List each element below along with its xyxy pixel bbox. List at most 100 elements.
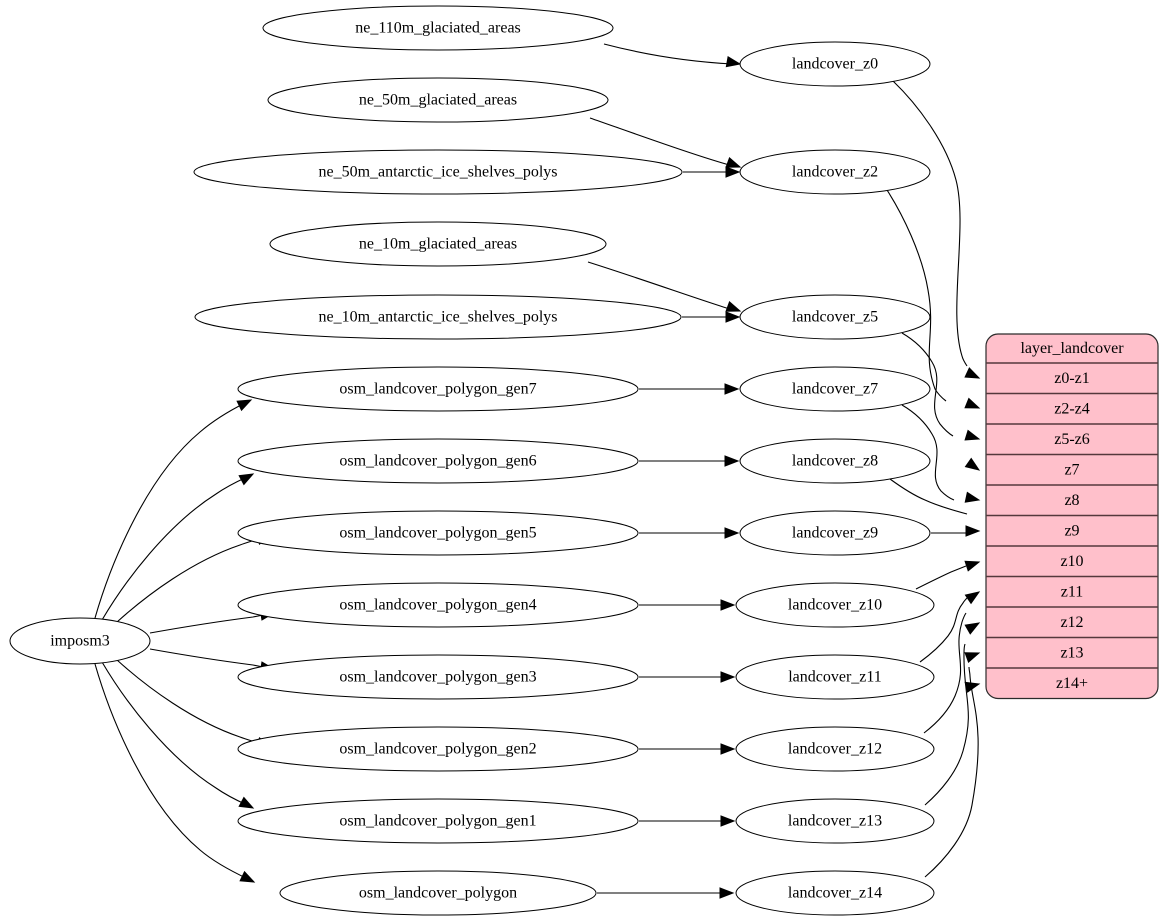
- node-landcover_z14[interactable]: landcover_z14: [735, 870, 935, 916]
- node-osm_landcover_polygon[interactable]: osm_landcover_polygon: [279, 870, 597, 916]
- node-ne_50m_antarctic_ice_shelves_polys[interactable]: ne_50m_antarctic_ice_shelves_polys: [193, 149, 683, 195]
- arrow-head-icon: [236, 399, 253, 412]
- node-landcover_z11[interactable]: landcover_z11: [735, 654, 935, 700]
- node-osm_landcover_polygon_gen1[interactable]: osm_landcover_polygon_gen1: [237, 798, 639, 844]
- node-osm_landcover_polygon_gen6[interactable]: osm_landcover_polygon_gen6: [237, 438, 639, 484]
- node-landcover_z2[interactable]: landcover_z2: [739, 149, 931, 195]
- node-shape-ellipse: [739, 41, 931, 87]
- record-row-z11[interactable]: z11: [986, 577, 1158, 608]
- node-landcover_z9[interactable]: landcover_z9: [739, 510, 931, 556]
- edge-landcover_z0-to-record_row_0: [892, 80, 968, 367]
- node-ne_10m_glaciated_areas[interactable]: ne_10m_glaciated_areas: [269, 221, 607, 267]
- record-row-label: z11: [1061, 583, 1084, 600]
- node-landcover_z0[interactable]: landcover_z0: [739, 41, 931, 87]
- node-label: ne_10m_antarctic_ice_shelves_polys: [318, 309, 557, 326]
- record-row-z2-z4[interactable]: z2-z4: [986, 394, 1158, 425]
- arrow-head-icon: [964, 622, 981, 635]
- node-shape-ellipse: [194, 294, 682, 340]
- node-shape-ellipse: [739, 294, 931, 340]
- node-shape-ellipse: [237, 510, 639, 556]
- node-label: osm_landcover_polygon_gen1: [339, 813, 536, 830]
- node-landcover_z13[interactable]: landcover_z13: [735, 798, 935, 844]
- arrow-head-icon: [238, 796, 255, 809]
- record-row-z7[interactable]: z7: [986, 455, 1158, 486]
- record-row-label: z14+: [1056, 675, 1088, 692]
- node-shape-ellipse: [735, 798, 935, 844]
- node-osm_landcover_polygon_gen3[interactable]: osm_landcover_polygon_gen3: [237, 654, 639, 700]
- node-label: landcover_z7: [792, 381, 878, 398]
- record-row-label: z12: [1060, 614, 1083, 631]
- node-label: osm_landcover_polygon_gen7: [339, 381, 536, 398]
- edge-landcover_z14-to-record_row_10: [924, 666, 979, 878]
- node-ne_10m_antarctic_ice_shelves_polys[interactable]: ne_10m_antarctic_ice_shelves_polys: [194, 294, 682, 340]
- node-ne_50m_glaciated_areas[interactable]: ne_50m_glaciated_areas: [267, 77, 609, 123]
- node-label: landcover_z9: [792, 525, 878, 542]
- record-row-label: z8: [1064, 492, 1079, 509]
- record-row-z9[interactable]: z9: [986, 516, 1158, 547]
- arrow-head-icon: [724, 455, 740, 467]
- node-label: imposm3: [50, 633, 110, 650]
- record-row-z12[interactable]: z12: [986, 607, 1158, 638]
- node-label: landcover_z10: [788, 597, 882, 614]
- node-landcover_z7[interactable]: landcover_z7: [739, 366, 931, 412]
- record-row-label: z10: [1060, 553, 1083, 570]
- edge-landcover_z11-to-record_row_7: [919, 596, 969, 663]
- record-node-layer: layer_landcoverz0-z1z2-z4z5-z6z7z8z9z10z…: [985, 333, 1159, 700]
- node-label: landcover_z5: [792, 309, 878, 326]
- record-row-label: z7: [1064, 461, 1079, 478]
- record-row-label: z0-z1: [1054, 370, 1090, 387]
- node-shape-ellipse: [267, 77, 609, 123]
- arrow-head-icon: [725, 157, 742, 168]
- node-shape-ellipse: [237, 654, 639, 700]
- arrow-head-icon: [239, 870, 256, 883]
- node-label: osm_landcover_polygon: [359, 885, 517, 902]
- arrow-head-icon: [964, 429, 981, 441]
- record-row-z10[interactable]: z10: [986, 546, 1158, 577]
- arrow-head-icon: [964, 591, 981, 605]
- arrow-head-icon: [964, 457, 981, 471]
- arrow-head-icon: [719, 887, 735, 899]
- node-osm_landcover_polygon_gen5[interactable]: osm_landcover_polygon_gen5: [237, 510, 639, 556]
- arrow-head-icon: [720, 815, 736, 827]
- node-landcover_z10[interactable]: landcover_z10: [735, 582, 935, 628]
- arrow-head-icon: [720, 671, 736, 683]
- node-label: landcover_z8: [792, 453, 878, 470]
- edge-landcover_z10-to-record_row_6: [915, 565, 967, 590]
- node-landcover_z8[interactable]: landcover_z8: [739, 438, 931, 484]
- arrow-head-icon: [964, 681, 981, 693]
- record-row-label: z13: [1060, 644, 1083, 661]
- node-label: landcover_z12: [788, 741, 882, 758]
- edge-landcover_z2-to-record_row_1: [886, 189, 947, 402]
- record-row-z0-z1[interactable]: z0-z1: [986, 363, 1158, 394]
- record-row-z14+[interactable]: z14+: [986, 668, 1158, 699]
- record-row-z5-z6[interactable]: z5-z6: [986, 424, 1158, 455]
- node-landcover_z5[interactable]: landcover_z5: [739, 294, 931, 340]
- node-ne_110m_glaciated_areas[interactable]: ne_110m_glaciated_areas: [262, 5, 614, 51]
- edge-landcover_z13-to-record_row_9: [924, 643, 969, 806]
- record-node-layer-landcover[interactable]: layer_landcoverz0-z1z2-z4z5-z6z7z8z9z10z…: [985, 333, 1159, 700]
- node-label: landcover_z2: [792, 164, 878, 181]
- record-row-label: z9: [1064, 522, 1079, 539]
- node-imposm3[interactable]: imposm3: [9, 617, 151, 665]
- node-label: ne_50m_glaciated_areas: [359, 92, 517, 109]
- node-landcover_z12[interactable]: landcover_z12: [735, 726, 935, 772]
- node-osm_landcover_polygon_gen2[interactable]: osm_landcover_polygon_gen2: [237, 726, 639, 772]
- node-shape-ellipse: [269, 221, 607, 267]
- edge-landcover_z8-to-record_row_4: [889, 478, 968, 515]
- node-shape-ellipse: [262, 5, 614, 51]
- node-shape-ellipse: [237, 726, 639, 772]
- nodes-layer: ne_110m_glaciated_areas ne_50m_glaciated_…: [9, 5, 935, 916]
- record-row-z8[interactable]: z8: [986, 485, 1158, 516]
- arrow-head-icon: [725, 166, 741, 178]
- node-shape-ellipse: [739, 149, 931, 195]
- node-label: landcover_z11: [788, 669, 882, 686]
- edge-ne_50m_glaciated_areas-to-landcover_z2: [589, 117, 734, 167]
- node-osm_landcover_polygon_gen4[interactable]: osm_landcover_polygon_gen4: [237, 582, 639, 628]
- record-row-z13[interactable]: z13: [986, 638, 1158, 669]
- node-osm_landcover_polygon_gen7[interactable]: osm_landcover_polygon_gen7: [237, 366, 639, 412]
- edge-imposm3-to-osm_landcover_polygon: [94, 663, 249, 880]
- node-shape-ellipse: [9, 617, 151, 665]
- edge-imposm3-to-osm_landcover_polygon_gen1: [101, 661, 248, 806]
- node-shape-ellipse: [237, 438, 639, 484]
- node-shape-ellipse: [739, 366, 931, 412]
